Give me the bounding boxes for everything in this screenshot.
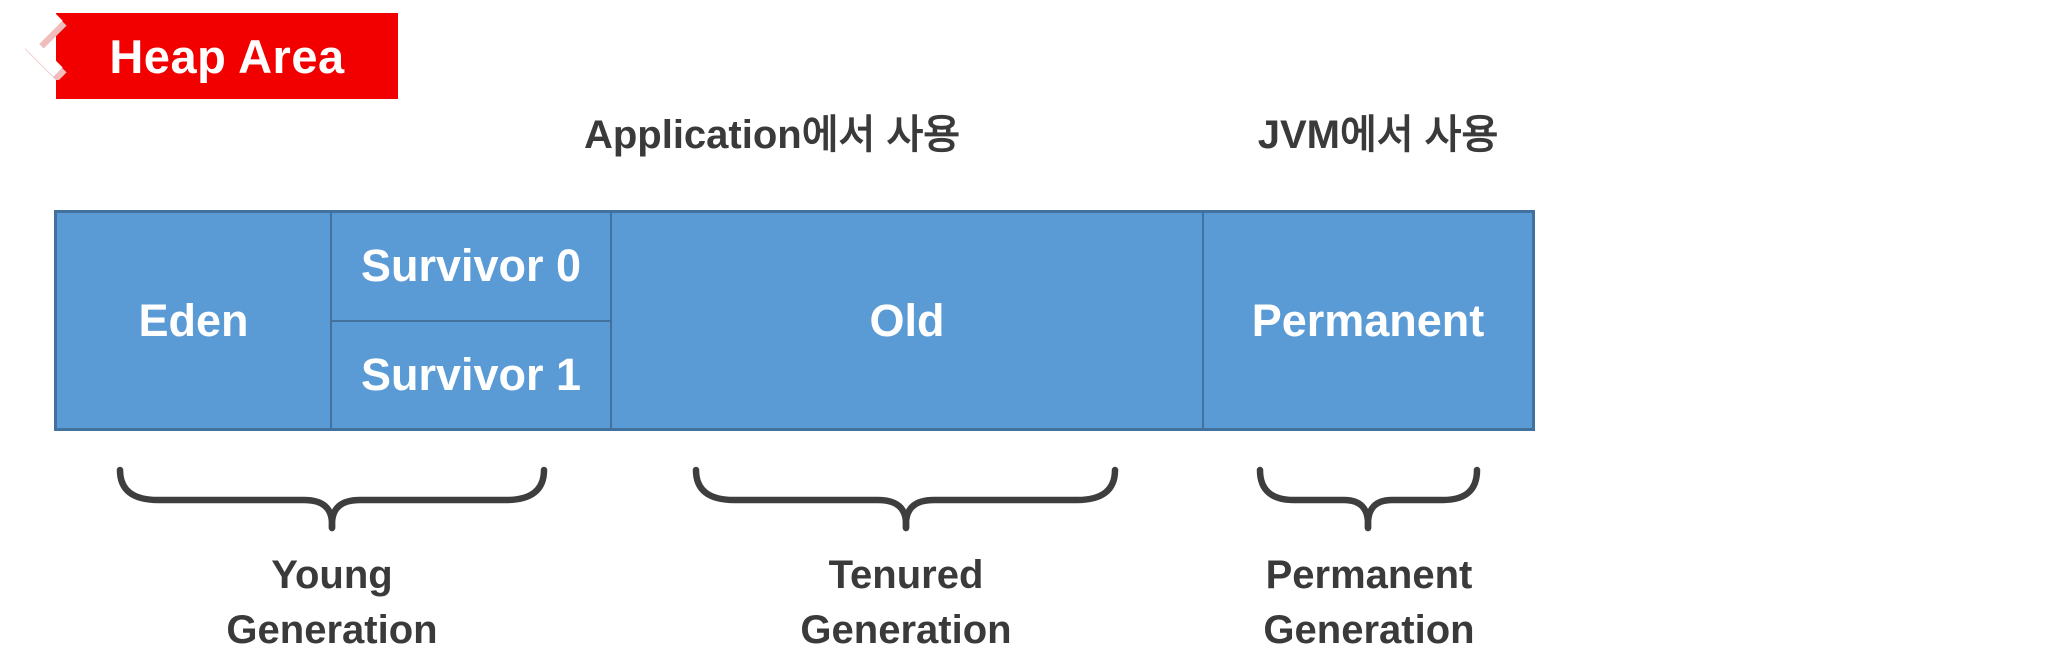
young-generation-caption: Young Generation (132, 548, 532, 658)
chevron-left-icon (20, 11, 67, 82)
survivor1-box: Survivor 1 (332, 319, 610, 428)
tenured-generation-line1: Tenured (828, 553, 984, 597)
survivor0-box: Survivor 0 (332, 213, 610, 320)
permanent-generation-line1: Permanent (1265, 553, 1473, 597)
heap-area-title: Heap Area (109, 29, 345, 83)
permanent-generation-brace (1256, 466, 1481, 532)
back-button[interactable] (14, 8, 78, 82)
permanent-generation-caption: Permanent Generation (1169, 548, 1569, 658)
eden-box: Eden (57, 213, 330, 428)
permanent-box: Permanent (1202, 213, 1532, 428)
heap-area-banner: Heap Area (56, 13, 398, 99)
heap-boxes-row: Eden Survivor 0 Survivor 1 Old Permanent (54, 210, 1535, 431)
permanent-label: Permanent (1251, 294, 1485, 346)
tenured-generation-brace (692, 466, 1119, 532)
tenured-generation-caption: Tenured Generation (706, 548, 1106, 658)
permanent-generation-line2: Generation (1263, 608, 1475, 652)
jvm-usage-label: JVM에서 사용 (1257, 113, 1499, 157)
survivor-column: Survivor 0 Survivor 1 (330, 213, 610, 428)
young-generation-brace (116, 466, 548, 532)
survivor1-label: Survivor 1 (360, 348, 582, 400)
old-box: Old (610, 213, 1202, 428)
young-generation-line1: Young (271, 553, 393, 597)
old-label: Old (869, 294, 945, 346)
application-usage-label: Application에서 사용 (583, 113, 961, 157)
young-generation-line2: Generation (226, 608, 438, 652)
eden-label: Eden (138, 294, 249, 346)
tenured-generation-line2: Generation (800, 608, 1012, 652)
survivor0-label: Survivor 0 (360, 240, 582, 292)
